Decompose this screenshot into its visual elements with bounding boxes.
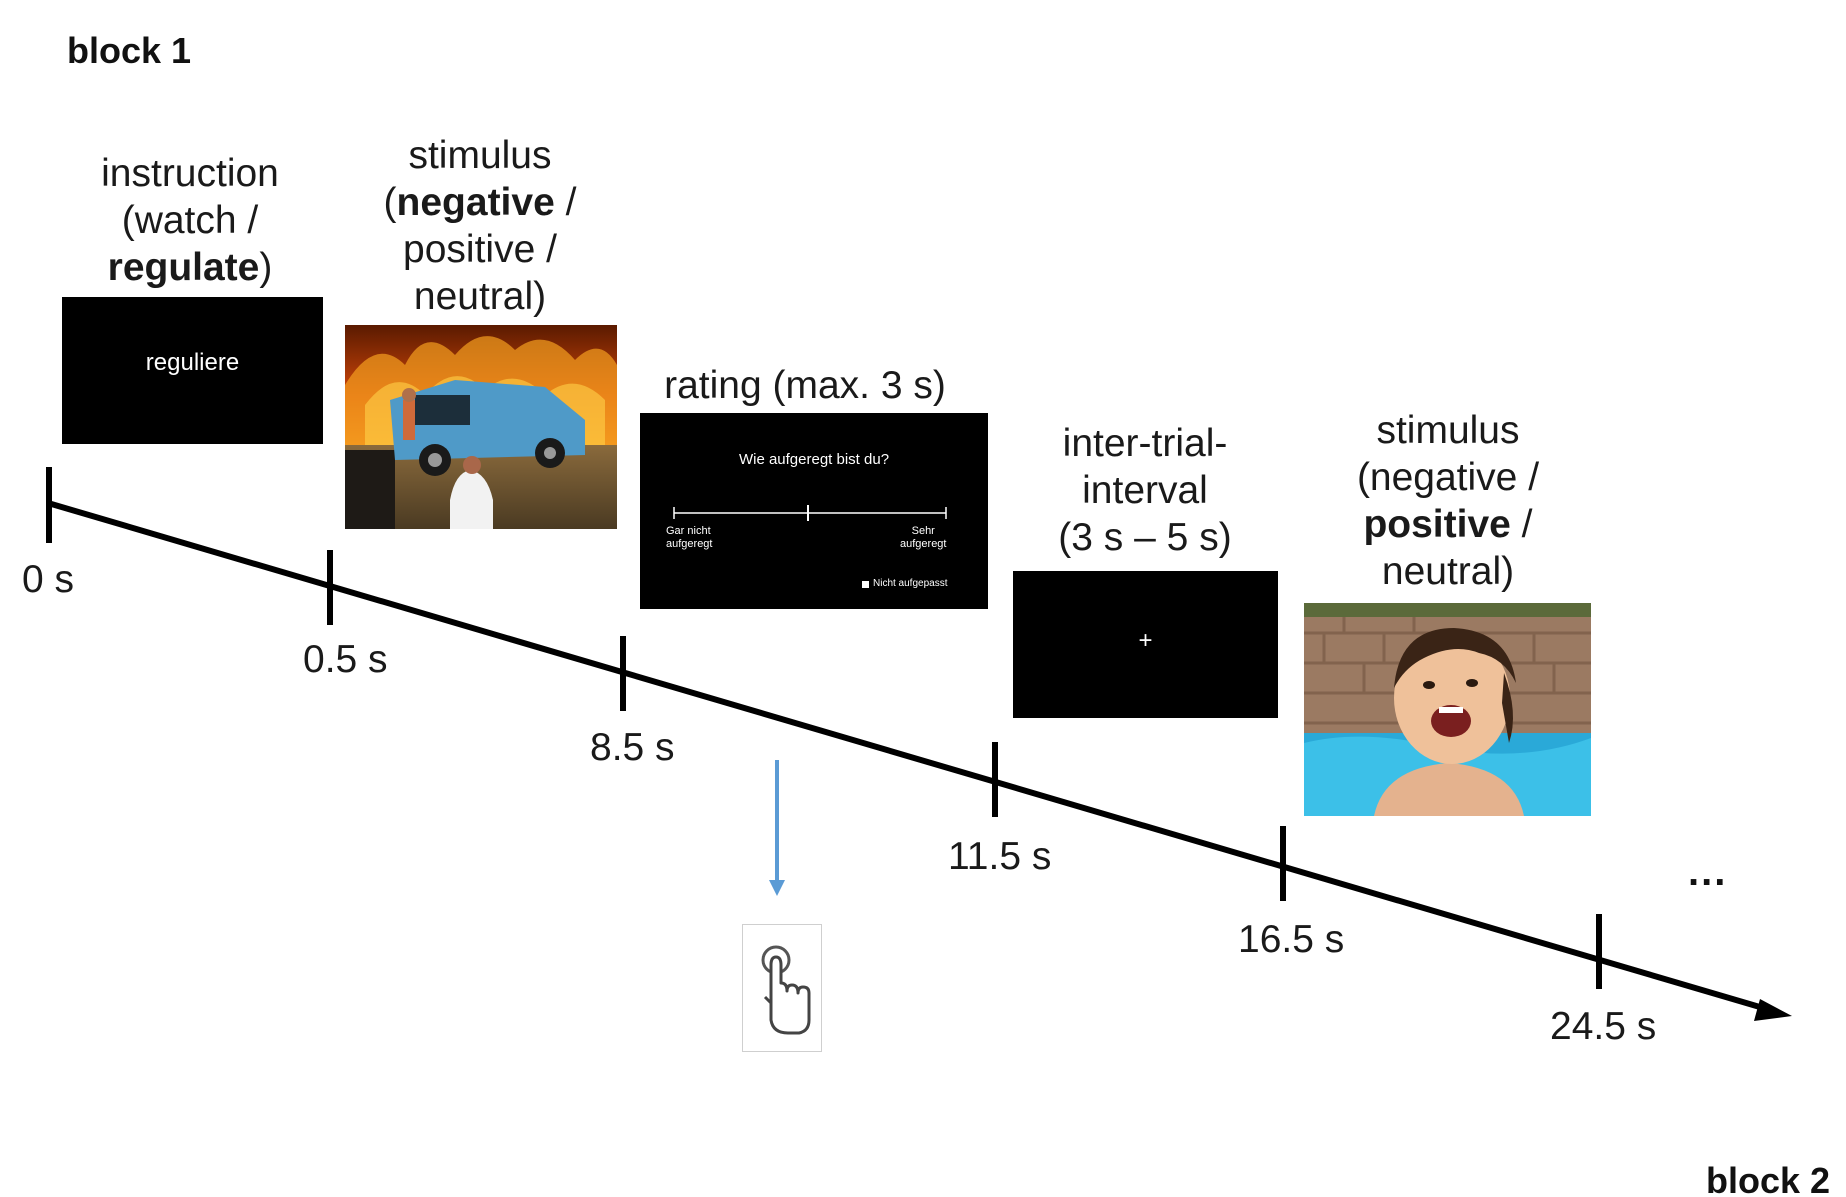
block-2-label: block 2 (1706, 1160, 1831, 1197)
instruction-caption-line1: instruction (101, 152, 279, 195)
stimulus1-caption-line2: (negative / (350, 179, 610, 226)
stimulus1-caption-open: ( (383, 181, 397, 224)
rating-question: Wie aufgeregt bist du? (738, 451, 890, 468)
down-arrow-icon (769, 760, 785, 896)
stimulus1-caption-line3: positive / (403, 228, 557, 271)
tick-label-4: 16.5 s (1238, 918, 1345, 961)
iti-caption-line2: interval (1082, 469, 1208, 512)
stimulus2-caption-line2: (negative / (1356, 456, 1540, 499)
tick-label-3: 11.5 s (948, 835, 1052, 878)
stimulus2-caption-line4: neutral) (1381, 550, 1515, 593)
stimulus2-caption-slash: / (1510, 503, 1533, 546)
rating-right-anchor-line2: aufgeregt (900, 538, 947, 550)
stimulus1-caption: stimulus (negative / positive / neutral) (350, 132, 610, 320)
positive-stimulus-image (1304, 603, 1591, 816)
instruction-caption-bold: regulate (107, 246, 260, 289)
stimulus2-caption-line1: stimulus (1376, 409, 1520, 452)
stimulus1-caption-line1: stimulus (408, 134, 552, 177)
fixation-screen: + (1013, 571, 1278, 718)
instruction-caption-line2: (watch / (121, 199, 259, 242)
instruction-screen: reguliere (62, 297, 323, 444)
rating-right-anchor: Sehr aufgeregt (900, 525, 946, 551)
rating-left-anchor-line2: aufgeregt (666, 538, 713, 550)
stimulus2-caption: stimulus (negative / positive / neutral) (1318, 407, 1578, 595)
block-1-label: block 1 (67, 30, 192, 71)
instruction-caption-line3: regulate) (60, 244, 320, 291)
stimulus2-caption-bold: positive (1363, 503, 1511, 546)
rating-left-anchor-line1: Gar nicht (666, 525, 711, 537)
tick-label-0: 0 s (22, 558, 75, 601)
rating-screen: Wie aufgeregt bist du? Gar nicht aufgere… (640, 413, 988, 609)
stimulus1-caption-bold: negative (396, 181, 555, 224)
rating-missed-option: Nicht aufgepasst (873, 578, 948, 589)
fixation-cross: + (1138, 627, 1153, 654)
tick-label-2: 8.5 s (590, 726, 675, 769)
stimulus2-caption-line3: positive / (1318, 501, 1578, 548)
tick-label-1: 0.5 s (303, 638, 388, 681)
rating-left-anchor: Gar nicht aufgeregt (666, 525, 712, 551)
rating-right-anchor-line1: Sehr (911, 525, 935, 537)
rating-caption: rating (max. 3 s) (664, 364, 946, 407)
stimulus1-caption-slash: / (554, 181, 577, 224)
instruction-screen-text: reguliere (145, 349, 240, 376)
stimulus1-caption-line4: neutral) (413, 275, 547, 318)
hand-pointer-icon (742, 924, 822, 1052)
iti-caption: inter-trial- interval (3 s – 5 s) (1015, 420, 1275, 561)
instruction-caption: instruction (watch / regulate) (60, 150, 320, 291)
negative-stimulus-image (345, 325, 617, 529)
timeline-axis (47, 500, 1771, 1013)
timeline-arrowhead (1754, 999, 1792, 1021)
tick-label-5: 24.5 s (1550, 1005, 1657, 1048)
instruction-caption-close: ) (259, 246, 273, 289)
continuation-ellipsis: ... (1688, 850, 1728, 894)
rating-scale (673, 505, 947, 588)
iti-caption-line3: (3 s – 5 s) (1058, 516, 1232, 559)
iti-caption-line1: inter-trial- (1062, 422, 1228, 465)
